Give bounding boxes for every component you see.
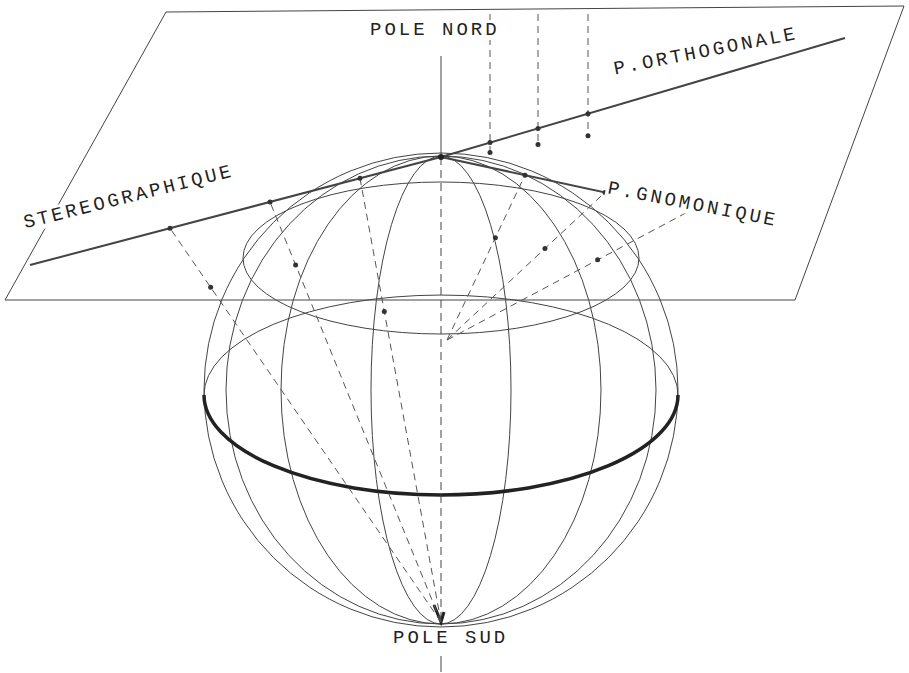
axis-or-projection-label: STEREOGRAPHIQUE	[20, 161, 238, 234]
projection-ray	[447, 192, 605, 340]
meridian	[371, 156, 511, 624]
projection-point	[586, 111, 591, 116]
projection-point	[493, 235, 498, 240]
north-pole-point	[438, 154, 444, 160]
tangent-plane	[5, 6, 904, 300]
polar-axis	[441, 56, 442, 157]
projection-point	[586, 133, 591, 138]
projection-point	[382, 309, 387, 314]
projection-point	[208, 285, 213, 290]
projection-ray	[270, 202, 441, 622]
axis-or-projection-label: POLE SUD	[391, 628, 510, 648]
polar-axis	[441, 656, 442, 672]
meridian	[281, 156, 601, 624]
projection-point	[542, 246, 547, 251]
projection-ray	[170, 228, 441, 622]
projection-ray	[447, 211, 690, 340]
projection-point	[488, 140, 493, 145]
meridian	[226, 156, 656, 624]
parallel	[243, 182, 639, 334]
axis-or-projection-label: P.GNOMONIQUE	[604, 178, 781, 231]
projection-ray	[360, 178, 441, 622]
projection-point	[536, 142, 541, 147]
projection-point	[595, 257, 600, 262]
projection-point	[293, 262, 298, 267]
projection-point	[536, 126, 541, 131]
projection-point	[358, 176, 363, 181]
projection-point	[523, 173, 528, 178]
polar-axis-inner	[441, 157, 442, 622]
projection-point	[488, 150, 493, 155]
sphere-outline	[204, 153, 678, 627]
projection-ray	[447, 175, 525, 340]
projection-ray	[538, 14, 539, 144]
axis-or-projection-label: P.ORTHOGONALE	[610, 24, 802, 80]
projection-point	[168, 226, 173, 231]
projection-point	[268, 199, 273, 204]
projection-ray	[588, 14, 589, 136]
axis-or-projection-label: POLE NORD	[368, 20, 502, 40]
